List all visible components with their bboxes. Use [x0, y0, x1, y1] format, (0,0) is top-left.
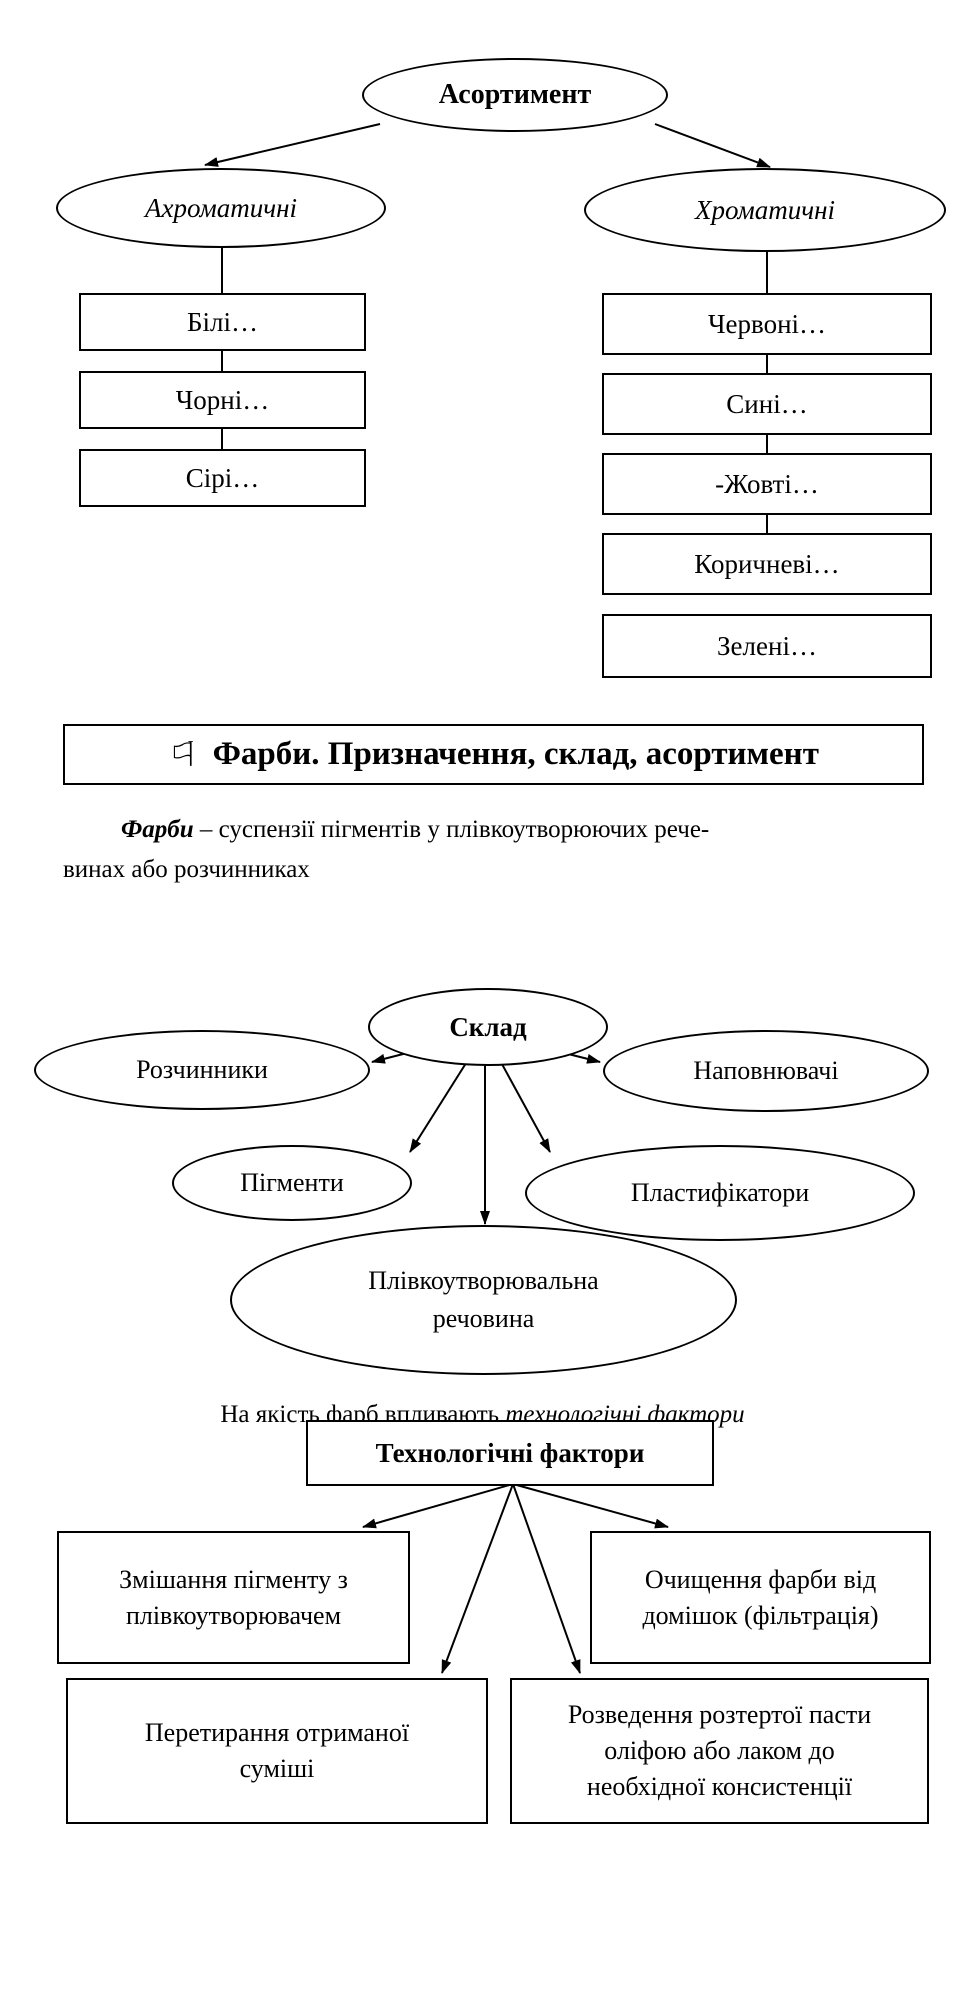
achromatic-item-label: Сірі… [185, 462, 260, 493]
node-dilution-line-1: Розведення розтертої пасти [567, 1700, 872, 1729]
node-chromatic-label: Хроматичні [695, 194, 835, 225]
node-pigments-label: Пігменти [240, 1168, 344, 1197]
flag-icon: ⚐ [168, 734, 199, 775]
node-grinding-line-1: Перетирання отриманої [144, 1718, 410, 1747]
achromatic-item-white: Білі… [79, 293, 366, 351]
section-title: ⚐ Фарби. Призначення, склад, асортимент [63, 724, 924, 785]
node-plasticizers: Пластифікатори [525, 1145, 915, 1241]
node-technological-factors: Технологічні фактори [306, 1420, 714, 1486]
node-solvents-label: Розчинники [136, 1055, 268, 1084]
node-mixing: Змішання пігменту з плівкоутворювачем [57, 1531, 410, 1664]
node-composition: Склад [368, 988, 608, 1066]
achromatic-item-label: Чорні… [175, 384, 270, 415]
node-assortment-label: Асортимент [438, 79, 592, 110]
chromatic-item-green: Зелені… [602, 614, 932, 678]
node-fillers: Наповнювачі [603, 1030, 929, 1112]
definition-term: Фарби [121, 816, 194, 843]
arrow-to-achromatic [204, 123, 381, 167]
node-film-former: Плівкоутворювальна речовина [230, 1225, 737, 1375]
node-cleaning-line-1: Очищення фарби від [644, 1564, 877, 1594]
node-dilution-line-2: оліфою або лаком до [604, 1736, 835, 1765]
chromatic-item-label: Сині… [726, 388, 808, 419]
node-fillers-label: Наповнювачі [693, 1056, 839, 1085]
chromatic-item-label: Червоні… [707, 308, 827, 339]
node-grinding-line-2: суміші [239, 1754, 315, 1783]
definition-line-2: винах або розчинниках [63, 856, 310, 883]
node-technological-factors-label: Технологічні фактори [375, 1437, 645, 1468]
arrow-to-dilution [512, 1483, 581, 1674]
node-dilution-line-3: необхідної консистенції [586, 1772, 853, 1801]
chromatic-item-yellow: -Жовті… [602, 453, 932, 515]
chromatic-item-label: Зелені… [717, 630, 817, 661]
arrow-to-mixing [362, 1483, 514, 1529]
node-chromatic: Хроматичні [584, 168, 946, 252]
node-mixing-line-1: Змішання пігменту з [119, 1564, 348, 1594]
node-plasticizers-label: Пластифікатори [630, 1178, 810, 1207]
node-pigments: Пігменти [172, 1145, 412, 1221]
chromatic-item-blue: Сині… [602, 373, 932, 435]
node-grinding: Перетирання отриманої суміші [66, 1678, 488, 1824]
definition-text-1: – суспензії пігментів у плівкоутворюючих… [193, 816, 710, 843]
node-dilution: Розведення розтертої пасти оліфою або ла… [510, 1678, 929, 1824]
definition-line-1: Фарби – суспензії пігментів у плівкоутво… [63, 810, 933, 850]
chromatic-item-red: Червоні… [602, 293, 932, 355]
chromatic-item-brown: Коричневі… [602, 533, 932, 595]
arrow-to-cleaning [512, 1483, 669, 1529]
node-film-former-line-1: Плівкоутворювальна [368, 1266, 599, 1295]
node-assortment: Асортимент [362, 58, 668, 132]
node-composition-label: Склад [449, 1011, 527, 1042]
node-mixing-line-2: плівкоутворювачем [125, 1600, 342, 1630]
node-cleaning: Очищення фарби від домішок (фільтрація) [590, 1531, 931, 1664]
achromatic-item-label: Білі… [187, 306, 258, 337]
node-achromatic: Ахроматичні [56, 168, 386, 248]
node-cleaning-line-2: домішок (фільтрація) [642, 1600, 879, 1630]
node-achromatic-label: Ахроматичні [145, 192, 297, 223]
chromatic-item-label: -Жовті… [715, 468, 819, 499]
section-title-text: Фарби. Призначення, склад, асортимент [212, 736, 819, 772]
definition-paragraph: Фарби – суспензії пігментів у плівкоутво… [63, 810, 933, 890]
node-solvents: Розчинники [34, 1030, 370, 1110]
chromatic-item-label: Коричневі… [694, 548, 840, 579]
arrow-to-grinding [441, 1483, 514, 1674]
node-film-former-line-2: речовина [432, 1304, 535, 1333]
achromatic-item-black: Чорні… [79, 371, 366, 429]
arrow-to-chromatic [654, 123, 771, 168]
achromatic-item-grey: Сірі… [79, 449, 366, 507]
